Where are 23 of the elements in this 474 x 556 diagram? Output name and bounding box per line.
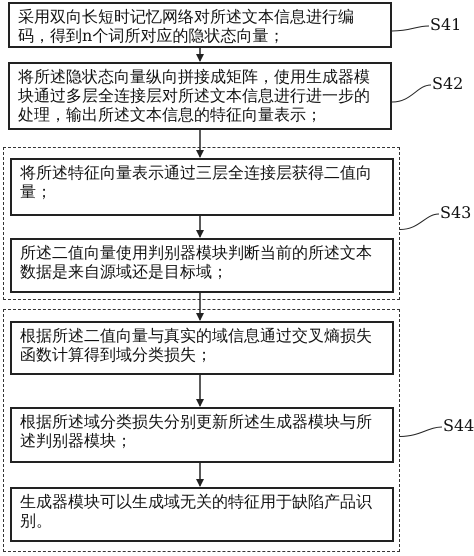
arrow <box>196 375 204 407</box>
arrow <box>196 130 204 158</box>
process-box: 采用双向长短时记忆网络对所述文本信息进行编码，得到n个词所对应的隐状态向量； <box>8 2 392 48</box>
leader-line <box>400 214 440 230</box>
process-box: 将所述隐状态向量纵向拼接成矩阵，使用生成器模块通过多层全连接层对所述文本信息进行进一步的处理，输出所述文本信息的特征向量表示； <box>8 62 392 130</box>
process-box: 生成器模块可以生成域无关的特征用于缺陷产品识别。 <box>10 487 394 542</box>
dashed-group-frame <box>3 147 400 300</box>
step-label: S41 <box>430 17 470 35</box>
leader-line <box>400 426 442 437</box>
leader-line <box>392 84 432 102</box>
arrow <box>196 48 204 62</box>
process-box: 根据所述域分类损失分别更新所述生成器模块与所述判别器模块； <box>10 407 394 463</box>
leader-line <box>392 26 430 32</box>
dashed-group-frame <box>3 309 400 552</box>
arrow <box>196 216 204 238</box>
arrow <box>196 293 204 321</box>
step-label: S44 <box>443 418 473 436</box>
process-box: 所述二值向量使用判别器模块判断当前的所述文本数据是来自源域还是目标域； <box>10 238 394 293</box>
process-box: 将所述特征向量表示通过三层全连接层获得二值向量； <box>10 158 394 216</box>
step-label: S42 <box>432 76 472 94</box>
step-label: S43 <box>440 205 472 223</box>
process-box: 根据所述二值向量与真实的域信息通过交叉熵损失函数计算得到域分类损失； <box>10 321 394 375</box>
arrow <box>196 463 204 487</box>
